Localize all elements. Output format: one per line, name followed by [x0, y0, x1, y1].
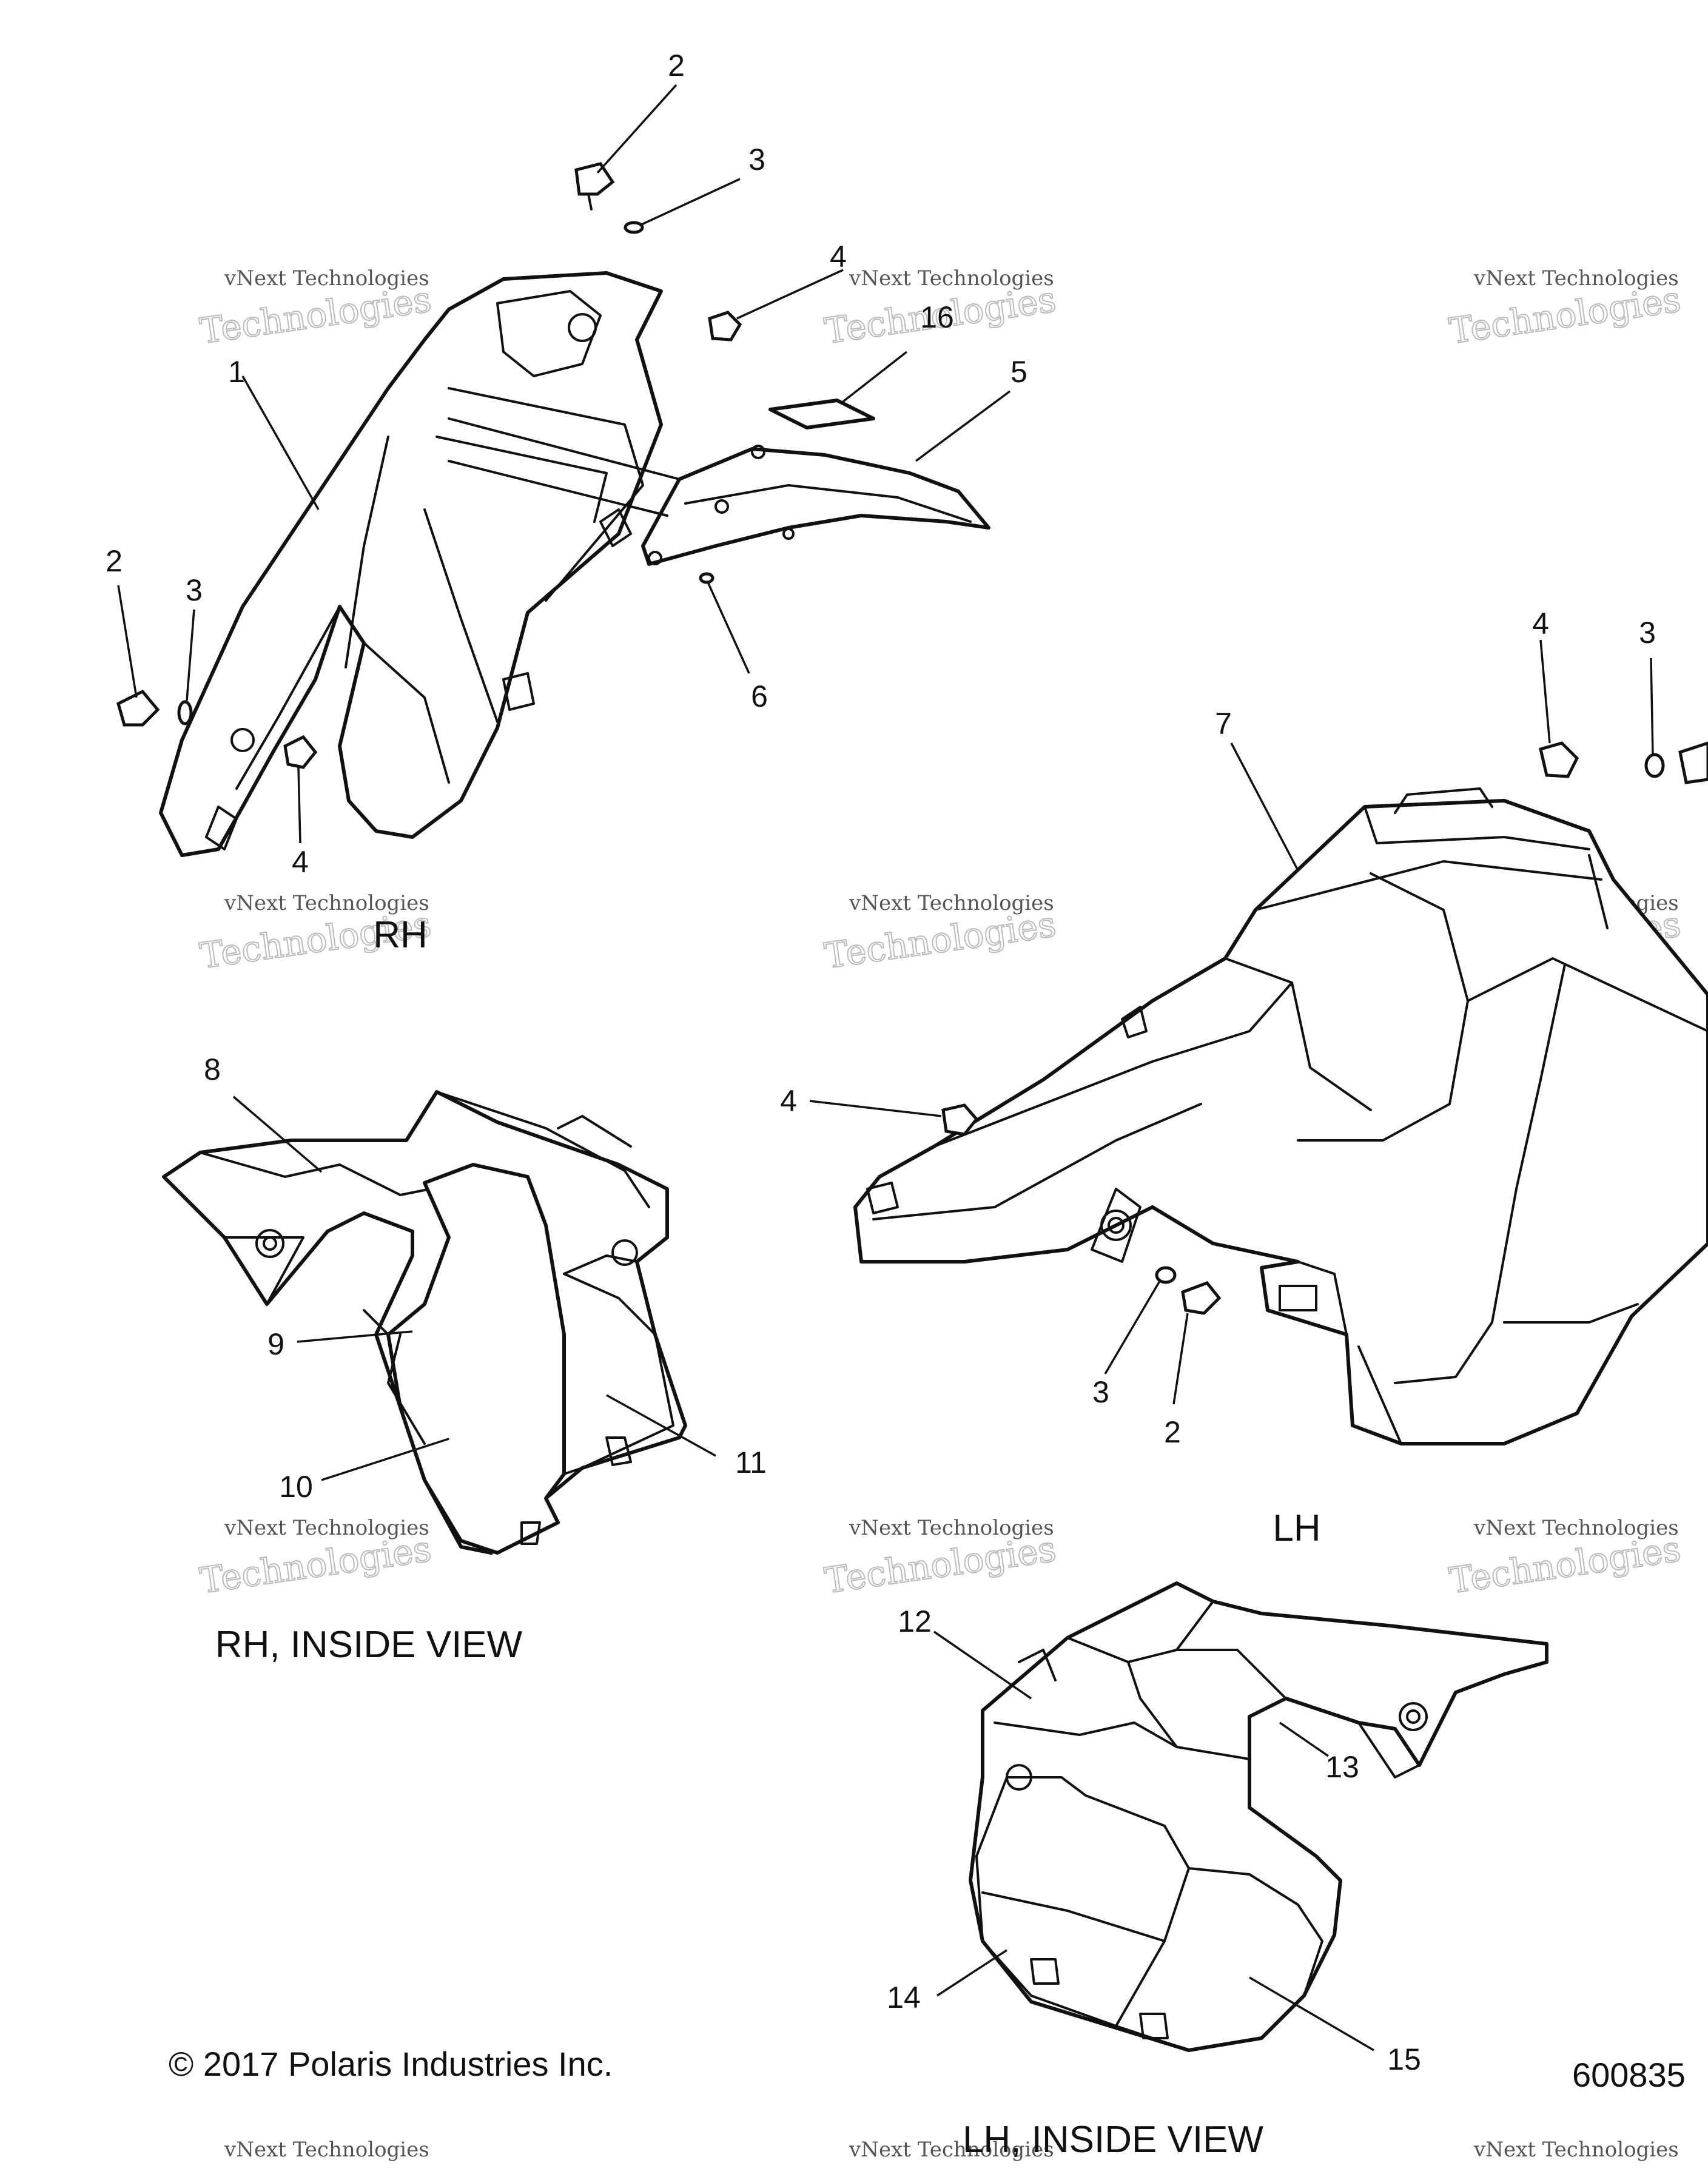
watermark: vNext Technologies [849, 2138, 1054, 2162]
callout-3: 3 [1639, 616, 1656, 650]
svg-text:vNext Technologies: vNext Technologies [224, 266, 429, 291]
part-7-lh-fender [853, 799, 1708, 1445]
svg-text:vNext Technologies: vNext Technologies [849, 2138, 1054, 2162]
rh-fender-assembly: 2 3 4 16 5 1 2 3 4 6 RH [106, 49, 1027, 956]
fastener-2-left [116, 689, 160, 727]
rh-inside-view: 8 9 10 11 RH, INSIDE VIEW [162, 1052, 767, 1666]
callout-9: 9 [267, 1327, 284, 1361]
lh-fender-assembly: 4 3 7 4 3 2 LH [780, 607, 1708, 1549]
callout-11: 11 [735, 1445, 767, 1479]
watermark: vNext Technologies [224, 2138, 429, 2162]
part-9-10-liner [386, 1163, 566, 1555]
callout-3: 3 [186, 573, 203, 607]
part-5-trim [641, 447, 990, 566]
callout-13: 13 [1325, 1750, 1359, 1784]
callout-10: 10 [279, 1470, 313, 1504]
copyright-notice: © 2017 Polaris Industries Inc. [169, 2045, 613, 2083]
callout-8: 8 [204, 1052, 221, 1086]
svg-text:vNext Technologies: vNext Technologies [1473, 1516, 1679, 1540]
nut-4-left [283, 735, 318, 769]
svg-text:vNext Technologies: vNext Technologies [849, 1516, 1054, 1540]
callout-15: 15 [1387, 2042, 1421, 2076]
svg-text:vNext Technologies: vNext Technologies [1473, 2138, 1679, 2162]
callout-2: 2 [106, 544, 123, 578]
nut-4-top [708, 311, 742, 342]
callout-6: 6 [751, 679, 768, 713]
washer-3-lh-top [1644, 753, 1665, 778]
callout-16: 16 [920, 300, 954, 334]
svg-text:vNext Technologies: vNext Technologies [224, 1516, 429, 1540]
nut-4-lh-left [941, 1103, 979, 1136]
svg-text:vNext Technologies: vNext Technologies [1473, 266, 1679, 291]
watermark: Technologies vNext Technologies [1446, 266, 1684, 352]
watermark: Technologies vNext Technologies [821, 1516, 1059, 1602]
svg-text:vNext Technologies: vNext Technologies [849, 891, 1054, 915]
nut-4-lh-top [1539, 741, 1579, 778]
view-label-lh-inside: LH, INSIDE VIEW [963, 2119, 1264, 2161]
part-15-panel [1115, 1867, 1323, 2051]
watermark: Technologies vNext Technologies [197, 891, 434, 977]
washer-3-lh-bottom [1155, 1266, 1177, 1284]
callout-5: 5 [1010, 355, 1027, 389]
watermark: Technologies vNext Technologies [1446, 1516, 1684, 1602]
callout-1: 1 [228, 355, 245, 389]
part-12-13-lh-inside-shell [969, 1581, 1548, 2052]
part-1-rh-fender [159, 271, 663, 857]
callout-12: 12 [898, 1604, 932, 1638]
washer-3-top [624, 221, 644, 234]
diagram-number: 600835 [1572, 2056, 1686, 2094]
lh-inside-view: 12 13 14 15 LH, INSIDE VIEW [887, 1581, 1548, 2161]
fastener-2-lh-bottom [1181, 1281, 1222, 1315]
callout-2: 2 [1164, 1415, 1181, 1449]
svg-text:vNext Technologies: vNext Technologies [224, 2138, 429, 2162]
fastener-2-top [574, 162, 615, 210]
callout-2: 2 [668, 49, 685, 82]
callout-3: 3 [1092, 1375, 1109, 1409]
callout-7: 7 [1215, 707, 1232, 741]
callout-4: 4 [780, 1084, 797, 1118]
watermark: Technologies vNext Technologies [197, 266, 434, 352]
washer-6 [699, 572, 714, 584]
fastener-2-lh-top [1678, 741, 1708, 784]
part-16-decal [768, 399, 875, 429]
view-label-rh-inside: RH, INSIDE VIEW [215, 1624, 523, 1666]
view-label-rh: RH [373, 914, 428, 956]
callout-4: 4 [292, 845, 309, 879]
washer-3-left [177, 700, 193, 725]
callout-4: 4 [830, 240, 847, 274]
watermark: Technologies vNext Technologies [197, 1516, 434, 1602]
svg-text:vNext Technologies: vNext Technologies [849, 266, 1054, 291]
callout-4: 4 [1532, 607, 1549, 641]
part-11-panel [563, 1273, 674, 1475]
view-label-lh: LH [1273, 1507, 1320, 1549]
svg-text:vNext Technologies: vNext Technologies [224, 891, 429, 915]
watermark: vNext Technologies [1473, 2138, 1679, 2162]
callout-14: 14 [887, 1980, 921, 2014]
callout-3: 3 [748, 143, 765, 177]
watermark: Technologies vNext Technologies [821, 891, 1059, 977]
